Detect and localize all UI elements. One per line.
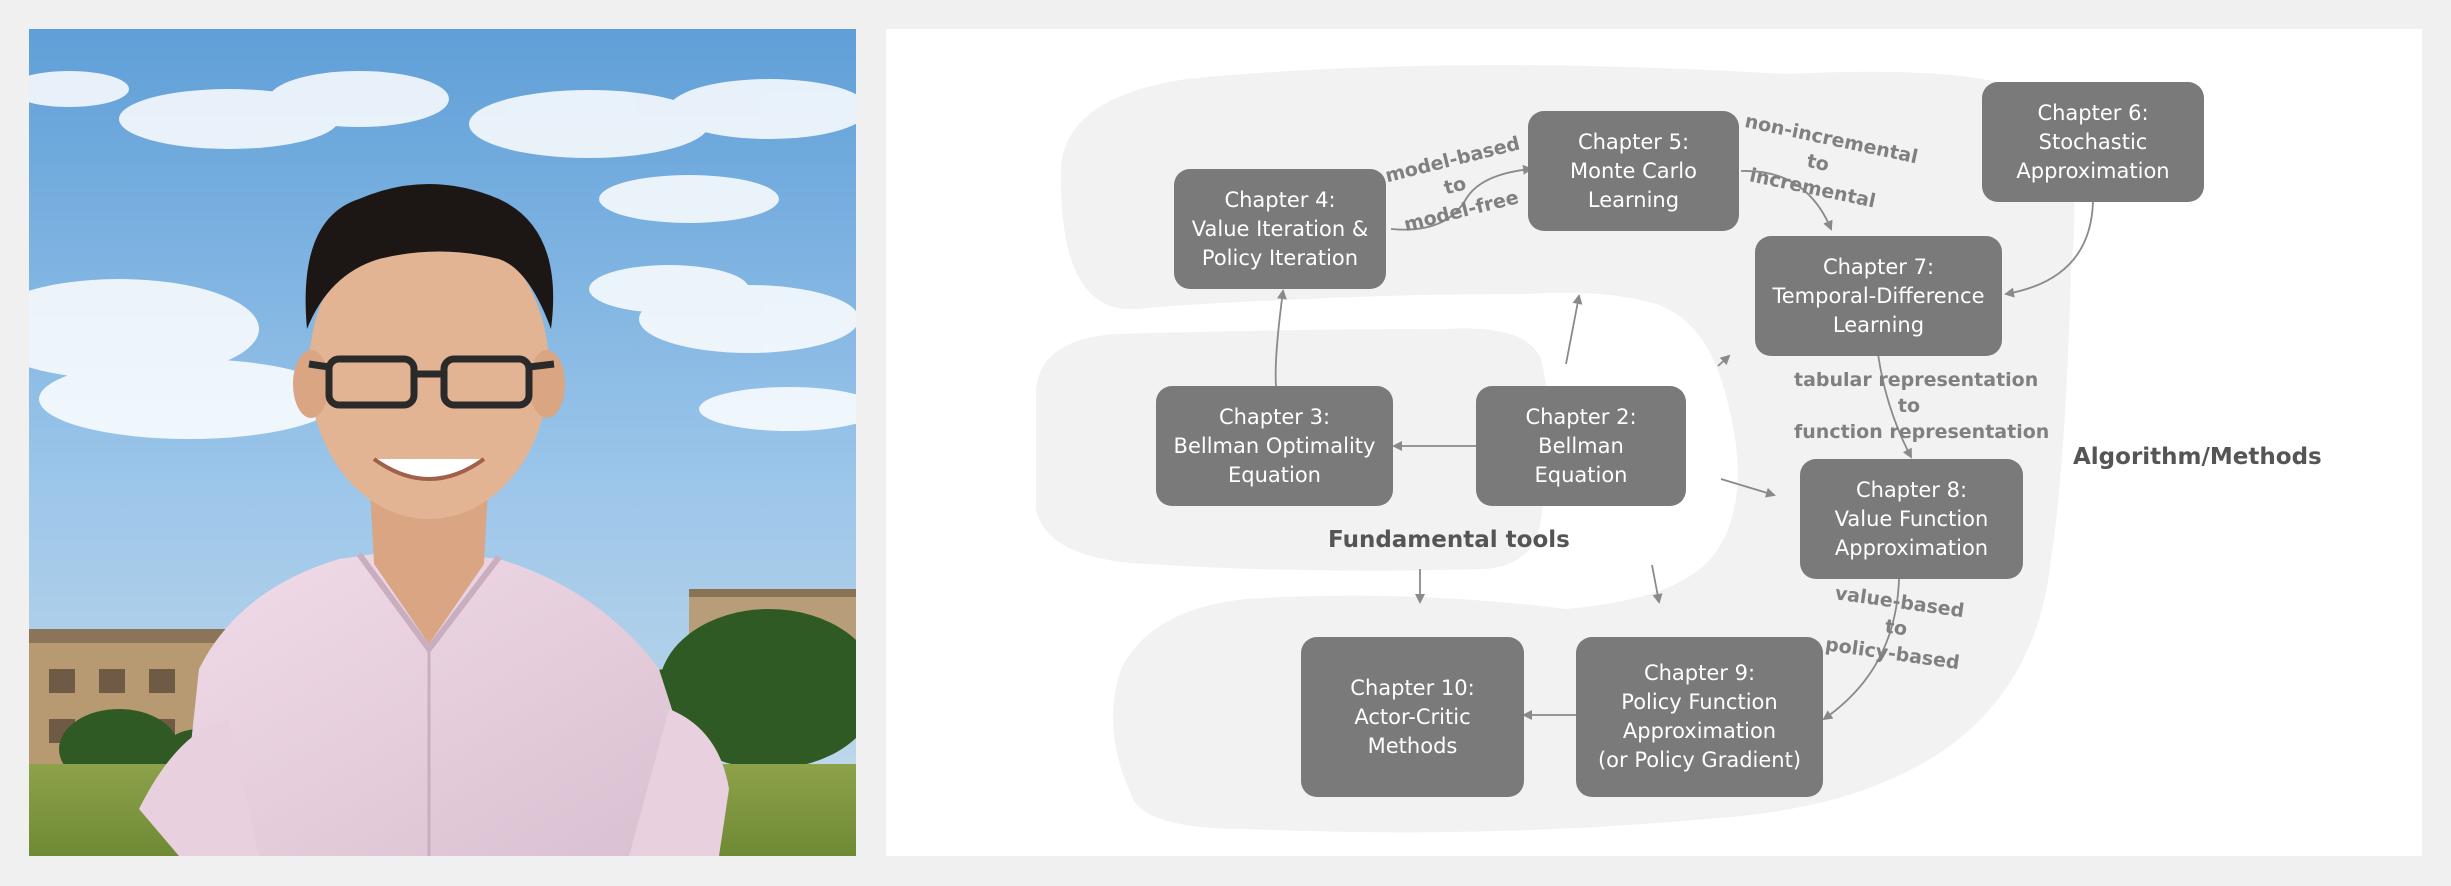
chapter-6-box: Chapter 6: Stochastic Approximation <box>1982 82 2204 202</box>
chapter-10-line-3: Methods <box>1367 733 1458 758</box>
portrait-illustration <box>29 29 856 856</box>
chapter-8-line-2: Value Function <box>1834 506 1989 531</box>
face <box>309 219 549 519</box>
chapter-8-line-1: Chapter 8: <box>1855 477 1968 502</box>
arrow-fund-ch9 <box>1651 564 1663 604</box>
chapter-10-box: Chapter 10: Actor-Critic Methods <box>1301 637 1524 797</box>
smile <box>372 457 486 481</box>
right-arm <box>629 709 729 856</box>
chapter-9-line-2: Policy Function <box>1621 690 1778 714</box>
chapter-9-line-4: (or Policy Gradient) <box>1597 748 1802 772</box>
hair <box>305 184 554 329</box>
clouds <box>29 71 856 439</box>
edge-label-tabular-line-3: function representation <box>1794 421 2050 443</box>
chapter-9-line-1: Chapter 9: <box>1643 661 1756 685</box>
chapter-5-box: Chapter 5: Monte Carlo Learning <box>1528 111 1739 231</box>
fundamental-tools-label: Fundamental tools <box>1328 527 1570 553</box>
arrow-ch5-ch7 <box>1740 170 1833 231</box>
edge-label-tabular: tabular representation to function repre… <box>1794 367 2050 445</box>
chapter-7-box: Chapter 7: Temporal-Difference Learning <box>1755 236 2002 356</box>
chapter-5-line-3: Learning <box>1587 187 1680 212</box>
chapter-10-line-2: Actor-Critic <box>1354 704 1471 729</box>
chapter-8-line-3: Approximation <box>1834 535 1989 560</box>
arrow-fund-ch7 <box>1717 354 1731 367</box>
arrow-ch7-ch8 <box>1877 353 1912 459</box>
arrow-fund-ch8 <box>1720 478 1776 498</box>
chapter-2-line-2: Bellman <box>1538 433 1624 458</box>
arrows <box>1274 164 2094 721</box>
chapter-10-line-1: Chapter 10: <box>1350 675 1475 700</box>
chapter-5-line-2: Monte Carlo <box>1570 158 1697 183</box>
chapter-4-line-3: Policy Iteration <box>1201 245 1359 270</box>
chapter-3-line-3: Equation <box>1227 462 1321 487</box>
chapter-3-line-1: Chapter 3: <box>1218 404 1331 429</box>
chapter-6-line-3: Approximation <box>2016 158 2170 183</box>
chapter-9-line-3: Approximation <box>1622 719 1777 743</box>
chapter-2-line-3: Equation <box>1534 462 1628 487</box>
chapter-6-line-1: Chapter 6: <box>2037 100 2149 125</box>
arrow-ch4-ch5 <box>1390 164 1533 231</box>
chapter-2-line-1: Chapter 2: <box>1525 404 1637 429</box>
arrow-fund-ch5 <box>1565 294 1583 365</box>
arrow-ch3-ch4 <box>1274 289 1287 387</box>
chapter-map-diagram: Chapter 2: Bellman Equation Chapter 3: B… <box>886 29 2422 856</box>
glasses <box>308 355 555 409</box>
chapter-3-box: Chapter 3: Bellman Optimality Equation <box>1156 386 1393 506</box>
algorithm-methods-label: Algorithm/Methods <box>2073 444 2322 470</box>
chapter-7-line-3: Learning <box>1832 312 1925 337</box>
chapter-8-box: Chapter 8: Value Function Approximation <box>1800 459 2023 579</box>
chapter-5-line-1: Chapter 5: <box>1577 129 1690 154</box>
shirt <box>179 549 719 856</box>
chapter-9-box: Chapter 9: Policy Function Approximation… <box>1576 637 1823 797</box>
left-arm <box>139 719 259 856</box>
chapter-4-line-1: Chapter 4: <box>1224 187 1336 212</box>
chapter-2-box: Chapter 2: Bellman Equation <box>1476 386 1686 506</box>
chapter-7-line-1: Chapter 7: <box>1822 254 1935 279</box>
portrait-photo <box>29 29 856 856</box>
chapter-4-line-2: Value Iteration & <box>1191 216 1369 241</box>
chapter-7-line-2: Temporal-Difference <box>1772 283 1985 308</box>
chapter-4-box: Chapter 4: Value Iteration & Policy Iter… <box>1174 169 1386 289</box>
edge-label-tabular-line-1: tabular representation <box>1794 369 2039 391</box>
arrow-ch6-ch7 <box>2004 200 2094 298</box>
edge-label-tabular-line-2: to <box>1897 395 1921 417</box>
chapter-6-line-2: Stochastic <box>2038 129 2148 154</box>
chapter-3-line-2: Bellman Optimality <box>1173 433 1376 458</box>
arrow-ch8-ch9 <box>1822 578 1900 721</box>
